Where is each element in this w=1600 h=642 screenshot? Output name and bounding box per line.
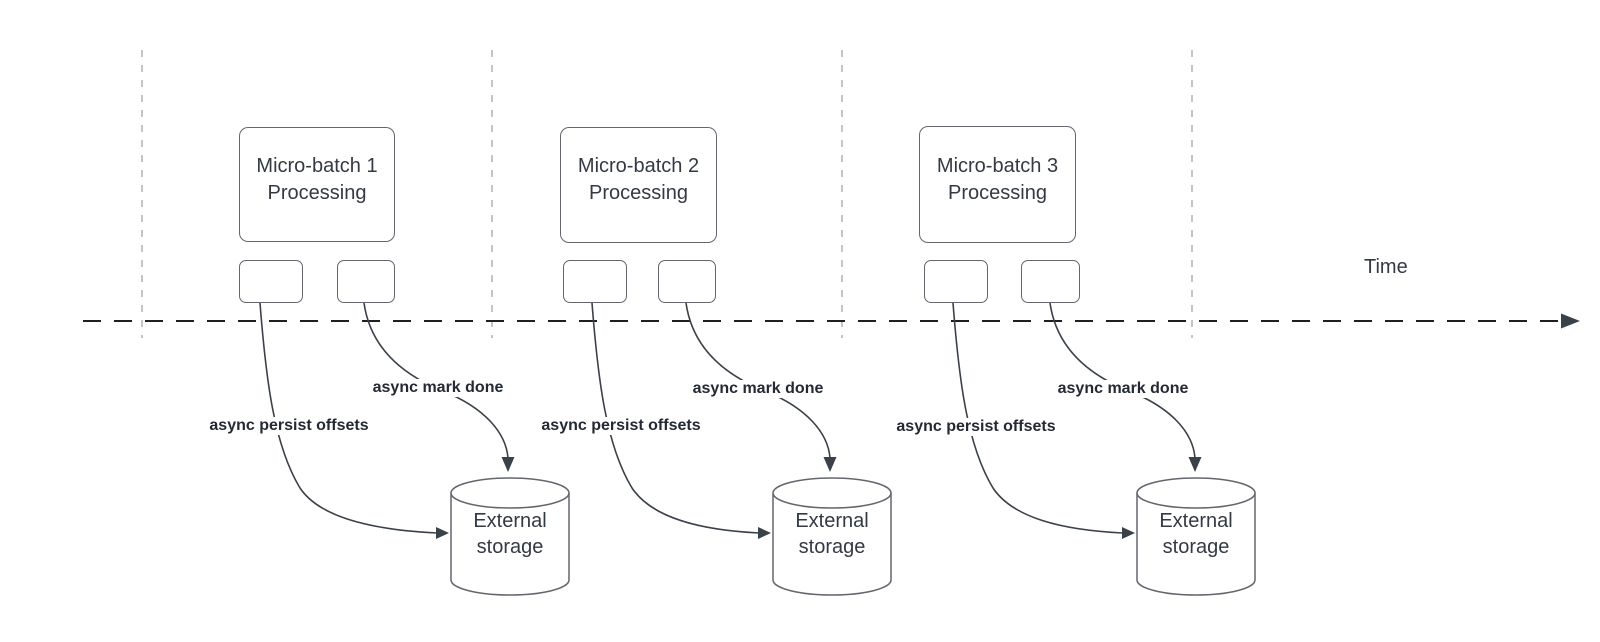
batch-3-done-chip <box>1021 260 1080 303</box>
persist-arrowhead-1 <box>436 527 449 539</box>
mark-done-label-2: async mark done <box>689 380 827 398</box>
external-storage-cylinder-2 <box>772 477 892 596</box>
mark-done-arrowhead-1 <box>501 457 515 472</box>
micro-batch-2-label: Micro-batch 2 <box>577 155 700 177</box>
time-axis-label: Time <box>1364 256 1408 278</box>
external-storage-cylinder-1 <box>450 477 570 596</box>
persist-offsets-label-1: async persist offsets <box>206 417 372 435</box>
micro-batch-3-label: Micro-batch 3 <box>936 154 1059 177</box>
persist-offsets-curve-1 <box>259 302 438 534</box>
micro-batch-1-label: Micro-batch 1 <box>256 154 378 177</box>
persist-offsets-curve-3 <box>952 302 1124 534</box>
batch-2-done-chip <box>658 260 716 303</box>
mark-done-arrowhead-3 <box>1188 457 1202 472</box>
persist-offsets-label-3: async persist offsets <box>893 418 1059 436</box>
external-storage-label-3: External storage <box>1159 510 1233 559</box>
mark-done-label-1: async mark done <box>369 379 507 397</box>
batch-1-persist-chip <box>239 260 303 303</box>
batch-1-done-chip <box>337 260 395 303</box>
micro-batch-1-processing-label: Processing <box>267 181 367 204</box>
micro-batch-3-box: Micro-batch 3 Processing <box>919 126 1076 243</box>
batch-2-persist-chip <box>563 260 627 303</box>
batch-3-persist-chip <box>924 260 988 303</box>
micro-batch-2-box: Micro-batch 2 Processing <box>560 127 717 243</box>
external-storage-label-2: External storage <box>795 510 869 559</box>
mark-done-arrowhead-2 <box>823 457 837 472</box>
persist-arrowhead-3 <box>1122 527 1135 539</box>
time-axis-arrowhead <box>1561 313 1580 329</box>
external-storage-label-1: External storage <box>473 510 547 559</box>
external-storage-cylinder-3 <box>1136 477 1256 596</box>
persist-offsets-label-2: async persist offsets <box>538 417 704 435</box>
persist-offsets-curve-2 <box>591 302 760 534</box>
micro-batch-1-box: Micro-batch 1 Processing <box>239 127 395 242</box>
micro-batch-2-processing-label: Processing <box>589 182 688 204</box>
micro-batch-3-processing-label: Processing <box>948 181 1047 204</box>
persist-arrowhead-2 <box>758 527 771 539</box>
mark-done-label-3: async mark done <box>1054 380 1192 398</box>
